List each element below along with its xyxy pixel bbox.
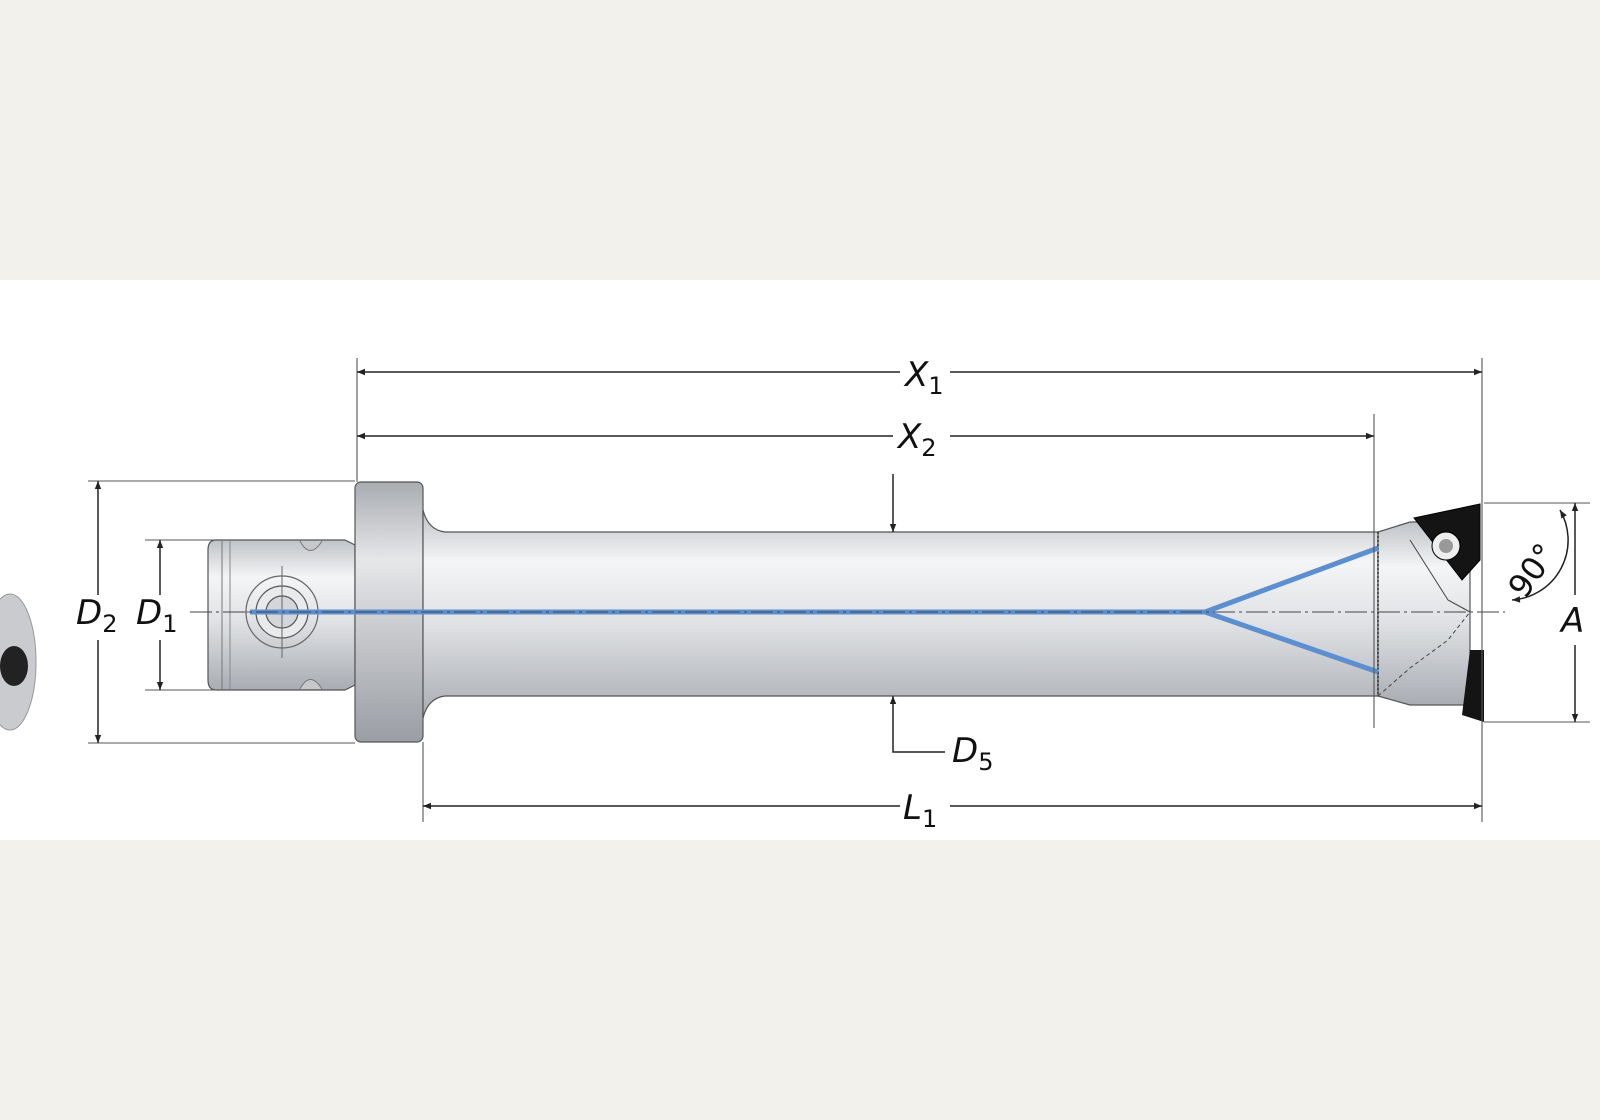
label-d1: D1 [136,593,177,638]
dimension-lines [94,368,1579,810]
cutoff-text-fragment: … [48,260,85,280]
label-l1: L1 [903,788,937,833]
label-angle: 90° [1500,536,1564,604]
adjacent-part-fragment [0,593,37,731]
label-d2: D2 [76,593,117,638]
label-x2: X2 [896,417,937,462]
cutting-insert-icon [1413,503,1481,581]
label-a: A [1559,601,1584,641]
extension-lines [88,358,1590,822]
label-x1: X1 [903,355,944,400]
label-d5: D5 [952,731,993,776]
